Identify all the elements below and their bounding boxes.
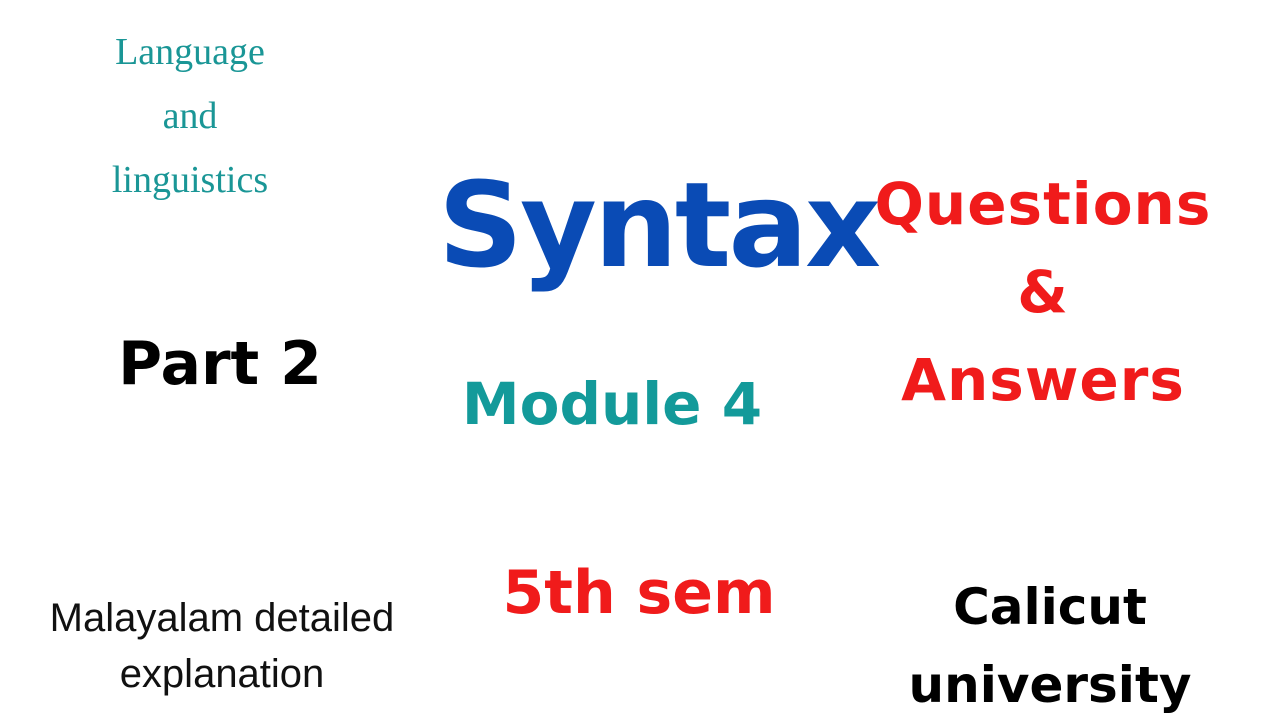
- subject-heading: Language and linguistics: [80, 20, 300, 212]
- subject-line-2: and: [162, 95, 218, 137]
- qa-line-1: Questions: [874, 170, 1212, 238]
- subject-line-1: Language: [115, 31, 265, 73]
- university-label: Calicut university: [900, 568, 1200, 724]
- part-label: Part 2: [118, 329, 322, 399]
- semester-label: 5th sem: [502, 558, 776, 628]
- qa-line-3: Answers: [901, 346, 1185, 414]
- university-line-1: Calicut: [953, 578, 1147, 636]
- module-label: Module 4: [461, 370, 763, 438]
- subject-line-3: linguistics: [111, 159, 269, 201]
- questions-answers-heading: Questions & Answers: [868, 160, 1218, 424]
- language-note-line-2: explanation: [119, 652, 325, 696]
- main-title: Syntax: [438, 156, 881, 294]
- language-note: Malayalam detailed explanation: [10, 590, 434, 702]
- qa-line-2: &: [1017, 258, 1069, 326]
- language-note-line-1: Malayalam detailed: [49, 596, 395, 640]
- university-line-2: university: [908, 656, 1192, 714]
